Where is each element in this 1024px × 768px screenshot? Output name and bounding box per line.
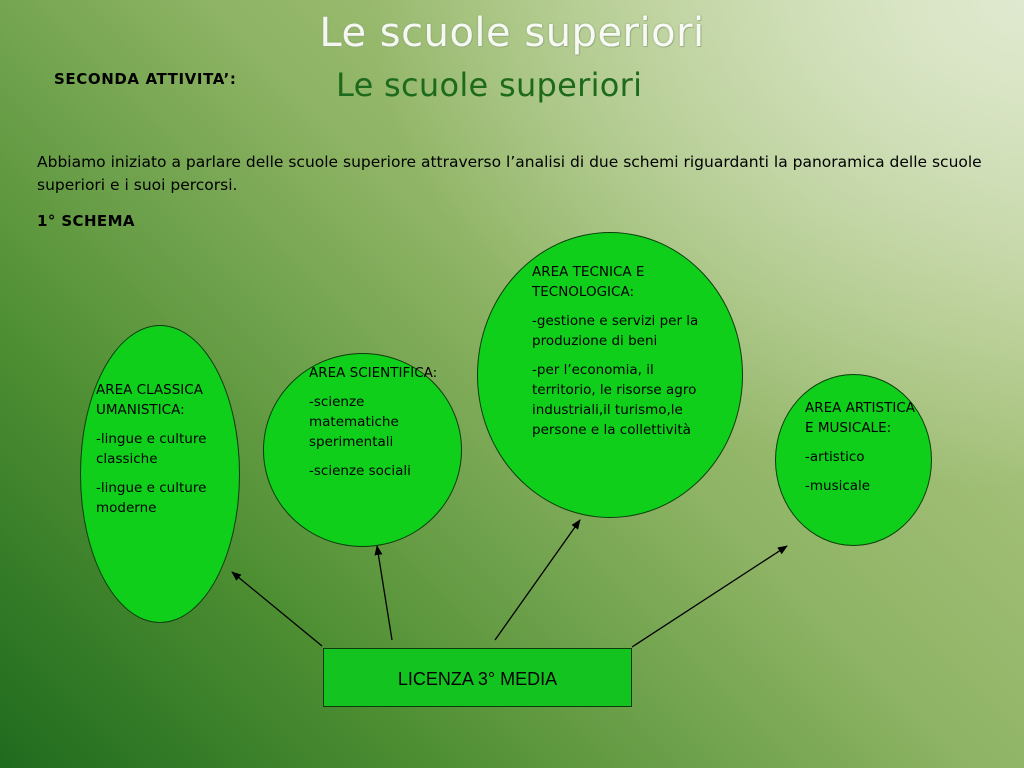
node-item: -artistico [805, 449, 865, 465]
node-item: -musicale [805, 478, 871, 494]
slide-title: Le scuole superiori [336, 66, 643, 104]
node-area-tecnica-text: AREA TECNICA E TECNOLOGICA: -gestione e … [532, 262, 700, 449]
intro-paragraph: Abbiamo iniziato a parlare delle scuole … [37, 153, 982, 194]
node-item: -gestione e servizi per la produzione di… [532, 313, 699, 349]
activity-label: SECONDA ATTIVITA’: [54, 70, 237, 88]
node-item: -lingue e culture classiche [96, 431, 207, 467]
node-area-classica [80, 325, 240, 623]
schema-label: 1° SCHEMA [37, 212, 135, 230]
node-area-scientifica-text: AREA SCIENTIFICA: -scienze matematiche s… [309, 363, 449, 490]
arrow-to-classica [231, 571, 323, 647]
node-heading: AREA TECNICA E TECNOLOGICA: [532, 264, 645, 300]
node-item: -lingue e culture moderne [96, 480, 207, 516]
node-item: -scienze matematiche sperimentali [309, 394, 399, 450]
arrow-to-scientifica [374, 545, 393, 641]
node-item: -per l’economia, il territorio, le risor… [532, 362, 697, 438]
node-area-classica-text: AREA CLASSICA UMANISTICA: -lingue e cult… [96, 380, 226, 527]
watermark-title: Le scuole superiori [319, 10, 705, 56]
node-area-artistica [775, 374, 932, 546]
arrow-to-artistica [631, 545, 788, 648]
node-item: -scienze sociali [309, 463, 411, 479]
node-heading: AREA ARTISTICA E MUSICALE: [805, 400, 915, 436]
node-heading: AREA CLASSICA UMANISTICA: [96, 382, 203, 418]
node-heading: AREA SCIENTIFICA: [309, 365, 438, 381]
root-node-licenza: LICENZA 3° MEDIA [323, 648, 632, 707]
node-area-tecnica [477, 232, 743, 518]
arrow-to-tecnica [494, 519, 581, 641]
node-area-artistica-text: AREA ARTISTICA E MUSICALE: -artistico -m… [805, 398, 927, 505]
node-area-scientifica [263, 353, 462, 547]
